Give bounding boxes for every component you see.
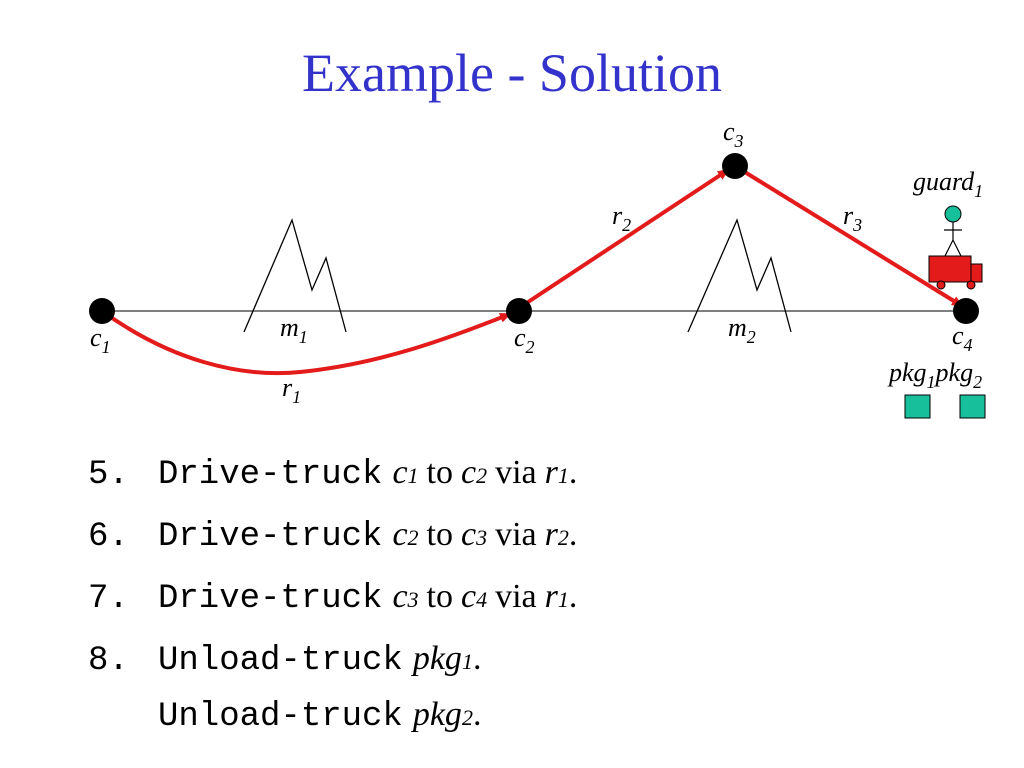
route-r3-path — [733, 164, 964, 308]
package-2-icon — [959, 394, 986, 419]
step-action: Drive-truck — [158, 518, 383, 556]
step-number: 8. — [88, 642, 129, 680]
route-map-diagram: c1 c2 c3 c4 m1 m2 r1 r2 r3 guard1 pkg1pk… — [89, 117, 986, 419]
step-action: Drive-truck — [158, 456, 383, 494]
slide-title: Example - Solution — [302, 43, 722, 103]
city-c2-label: c2 — [514, 323, 535, 357]
route-r3-label: r3 — [843, 201, 862, 235]
step-number: 6. — [88, 518, 129, 556]
city-c2-node — [506, 298, 532, 324]
city-c1-label: c1 — [90, 323, 111, 357]
city-c4-node — [953, 298, 979, 324]
mountain-2-shape — [687, 218, 792, 333]
route-r1-label: r1 — [282, 373, 301, 407]
mountain-m1-label: m1 — [280, 313, 308, 347]
route-r2-label: r2 — [612, 201, 631, 235]
step-action: Unload-truck — [158, 642, 403, 680]
packages-label: pkg1pkg2 — [887, 358, 982, 392]
route-r1-path — [100, 309, 512, 376]
guard-icon — [944, 205, 962, 257]
step-number: 7. — [88, 580, 129, 618]
mountain-m2-label: m2 — [728, 313, 756, 347]
city-c1-node — [89, 298, 115, 324]
mountain-1-shape — [243, 218, 347, 333]
package-1-icon — [904, 394, 931, 419]
step-action: Drive-truck — [158, 580, 383, 618]
city-c3-label: c3 — [723, 117, 744, 151]
step-number: 5. — [88, 456, 129, 494]
guard-label: guard1 — [913, 167, 983, 201]
step-action: Unload-truck — [158, 698, 403, 736]
route-r2-path — [517, 168, 730, 310]
city-c3-node — [722, 153, 748, 179]
city-c4-label: c4 — [952, 321, 973, 355]
truck-icon — [928, 255, 983, 290]
